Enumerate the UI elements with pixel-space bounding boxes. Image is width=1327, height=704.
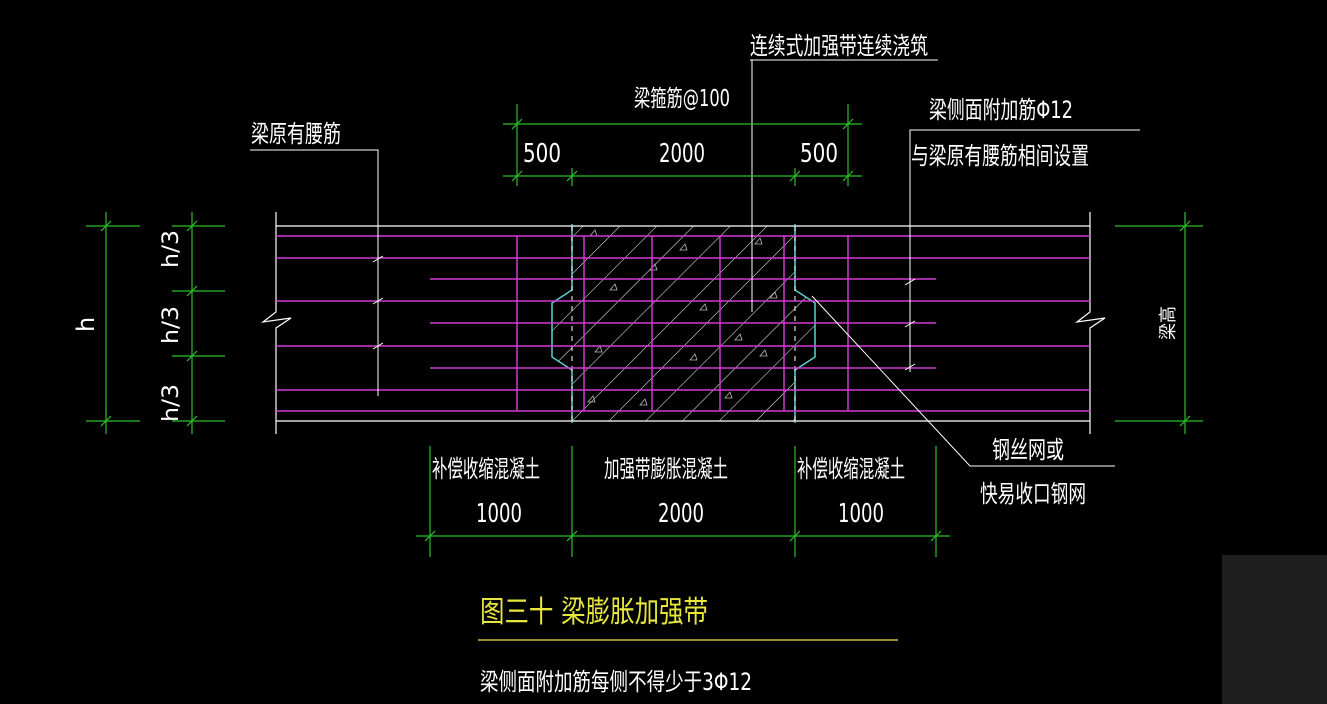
dim-h-label: h: [72, 317, 100, 332]
zone-left-name: 补偿收缩混凝土: [432, 455, 540, 483]
dim-top-left: 500: [523, 139, 561, 169]
zone-middle-name: 加强带膨胀混凝土: [604, 455, 728, 483]
stirrups: [516, 236, 849, 411]
corner-panel: [1222, 555, 1327, 704]
bottom-dimension-lines: [416, 446, 950, 557]
figure-note: 梁侧面附加筋每侧不得少于3Φ12: [480, 668, 752, 696]
beam-height-dimension: [1115, 212, 1203, 434]
dim-h3-bot: h/3: [159, 384, 184, 422]
beam-outline: [260, 212, 1106, 434]
zone-middle-length: 2000: [658, 499, 704, 529]
leader-lines: [250, 59, 1140, 467]
continuous-pour-label: 连续式加强带连续浇筑: [750, 32, 928, 60]
height-dimension-lines: [86, 212, 225, 434]
beam-height-label: 梁高: [1158, 306, 1179, 340]
dim-top-right: 500: [800, 139, 838, 169]
side-bar-label-line2: 与梁原有腰筋相间设置: [911, 142, 1089, 170]
dim-h3-mid: h/3: [159, 306, 184, 344]
dim-top-middle: 2000: [659, 139, 705, 169]
stirrup-label: 梁箍筋@100: [634, 86, 730, 112]
zone-right-length: 1000: [838, 499, 884, 529]
top-dimension-lines: [503, 104, 862, 186]
dim-h3-top: h/3: [159, 230, 184, 268]
mesh-label-line1: 钢丝网或: [992, 436, 1064, 464]
mesh-label-line2: 快易收口钢网: [980, 480, 1086, 508]
zone-right-name: 补偿收缩混凝土: [797, 455, 905, 483]
original-waist-bar-label: 梁原有腰筋: [251, 120, 341, 148]
zone-left-length: 1000: [476, 499, 522, 529]
longitudinal-rebars: [276, 235, 1090, 412]
side-bar-label-line1: 梁侧面附加筋Φ12: [929, 96, 1073, 124]
figure-title: 图三十 梁膨胀加强带: [480, 595, 708, 630]
